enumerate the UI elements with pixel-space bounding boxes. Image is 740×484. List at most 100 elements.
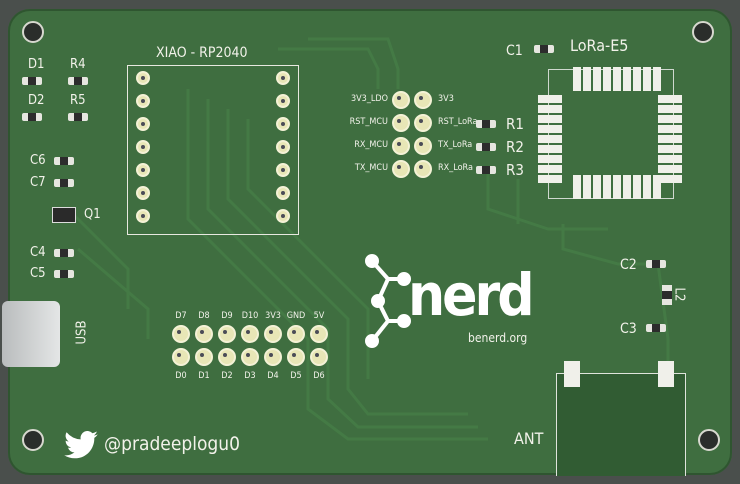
transistor-q1 <box>52 207 76 223</box>
header-pin <box>195 348 213 366</box>
logo-text: nerd <box>408 261 535 329</box>
lora-pad <box>623 175 631 199</box>
inductor-l2 <box>662 285 672 305</box>
capacitor-c7 <box>54 179 74 187</box>
header-pin <box>414 160 432 178</box>
header-pin <box>241 348 259 366</box>
lora-pad <box>658 115 682 123</box>
lora-pad <box>573 175 581 199</box>
label-c6: C6 <box>30 153 46 168</box>
pin-label-top: 5V <box>313 311 325 321</box>
pin-label-bottom: D2 <box>221 371 233 381</box>
resistor-r2 <box>476 143 496 151</box>
lora-pad <box>538 95 562 103</box>
xiao-pin <box>276 71 290 85</box>
label-r4: R4 <box>70 57 86 72</box>
label-c2: C2 <box>620 257 637 273</box>
label-r5: R5 <box>70 93 86 108</box>
pin-label-right: 3V3 <box>438 94 454 104</box>
lora-pad <box>538 105 562 113</box>
label-c1: C1 <box>506 43 523 59</box>
pin-label-top: D9 <box>221 311 233 321</box>
xiao-pin <box>276 117 290 131</box>
pin-label-left: 3V3_LDO <box>350 94 388 104</box>
lora-pad <box>583 175 591 199</box>
xiao-title: XIAO - RP2040 <box>156 45 248 61</box>
pin-label-left: RX_MCU <box>354 140 388 150</box>
label-r3: R3 <box>506 161 524 179</box>
twitter-bird-icon <box>64 431 98 459</box>
copper-traces <box>66 37 670 441</box>
lora-pad <box>613 67 621 91</box>
lora-module-outline <box>548 69 674 199</box>
lora-pad <box>658 135 682 143</box>
label-r2: R2 <box>506 138 524 156</box>
pin-label-right: RST_LoRa <box>438 117 478 127</box>
label-c5: C5 <box>30 266 46 281</box>
mount-hole <box>22 429 44 451</box>
header-pin <box>287 325 305 343</box>
xiao-pin <box>136 94 150 108</box>
xiao-pin <box>136 163 150 177</box>
pin-label-bottom: D1 <box>198 371 210 381</box>
usb-connector <box>2 301 60 367</box>
header-pin <box>264 325 282 343</box>
xiao-pin <box>136 186 150 200</box>
lora-pad <box>603 175 611 199</box>
lora-pad <box>658 125 682 133</box>
antenna-pad <box>658 361 674 387</box>
label-c4: C4 <box>30 245 46 260</box>
mount-hole <box>698 429 720 451</box>
header-pin <box>195 325 213 343</box>
label-r1: R1 <box>506 115 524 133</box>
label-d2: D2 <box>28 93 45 108</box>
xiao-pin <box>276 209 290 223</box>
pin-label-top: D7 <box>175 311 187 321</box>
pin-label-top: GND <box>286 311 306 321</box>
lora-pad <box>633 67 641 91</box>
xiao-pin <box>136 140 150 154</box>
lora-title: LoRa-E5 <box>570 36 629 55</box>
mount-hole <box>692 21 714 43</box>
header-pin <box>172 325 190 343</box>
lora-pad <box>538 115 562 123</box>
header-pin <box>414 91 432 109</box>
header-pin <box>392 91 410 109</box>
xiao-pin <box>276 186 290 200</box>
xiao-pin <box>136 209 150 223</box>
lora-pad <box>653 67 661 91</box>
capacitor-c5 <box>54 270 74 278</box>
label-d1: D1 <box>28 57 45 72</box>
logo-url: benerd.org <box>468 331 528 345</box>
lora-pad <box>538 165 562 173</box>
pin-label-right: TX_LoRa <box>438 140 473 150</box>
pin-label-bottom: D5 <box>290 371 302 381</box>
nerd-logo-icon <box>365 254 411 348</box>
label-l2: L2 <box>671 287 687 302</box>
lora-pad <box>633 175 641 199</box>
pin-label-bottom: D0 <box>175 371 187 381</box>
lora-pad <box>658 165 682 173</box>
lora-pad <box>538 135 562 143</box>
capacitor-c2 <box>646 260 666 268</box>
capacitor-c6 <box>54 157 74 165</box>
lora-pad <box>583 67 591 91</box>
capacitor-c1 <box>534 45 554 53</box>
header-pin <box>392 114 410 132</box>
lora-pad <box>573 67 581 91</box>
pin-label-bottom: D3 <box>244 371 256 381</box>
lora-pad <box>653 175 661 199</box>
xiao-pin <box>276 163 290 177</box>
lora-pad <box>658 175 682 183</box>
mount-hole <box>22 21 44 43</box>
header-pin <box>218 348 236 366</box>
header-pin <box>172 348 190 366</box>
resistor-r1 <box>476 120 496 128</box>
pin-label-top: 3V3 <box>265 311 281 321</box>
header-pin <box>392 137 410 155</box>
capacitor-c3 <box>646 324 666 332</box>
label-q1: Q1 <box>84 207 101 222</box>
antenna-area <box>556 373 686 476</box>
lora-pad <box>538 155 562 163</box>
header-pin <box>414 114 432 132</box>
